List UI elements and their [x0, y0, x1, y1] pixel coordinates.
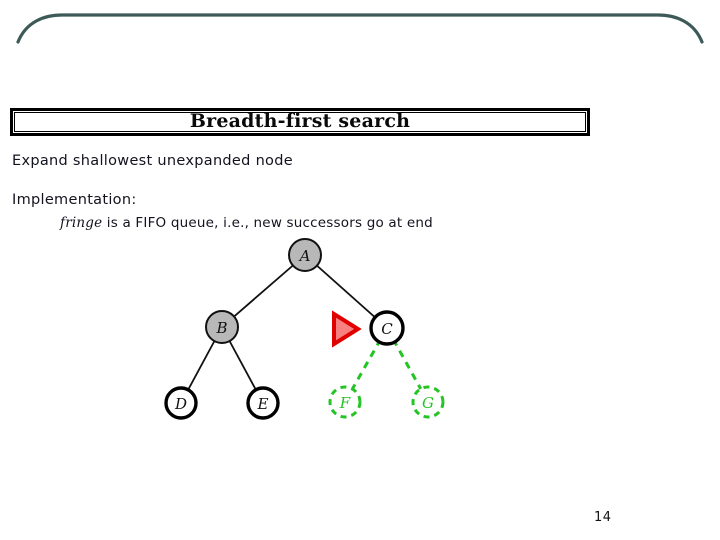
tree-node-a-label: A — [298, 247, 311, 265]
decorative-top-rule — [16, 13, 704, 44]
tree-node-b-circle — [205, 310, 239, 344]
tree-node-g-circle — [411, 385, 445, 419]
edge-b-d — [180, 326, 223, 404]
fringe-keyword: fringe — [60, 215, 103, 231]
tree-node-d[interactable]: D — [164, 386, 198, 420]
tree-node-c[interactable]: C — [369, 310, 405, 346]
tree-node-e[interactable]: E — [246, 386, 280, 420]
tree-node-d-label: D — [174, 395, 187, 413]
tree-node-b[interactable]: B — [205, 310, 239, 344]
edge-b-e — [221, 326, 264, 404]
tree-node-g[interactable]: G — [411, 385, 445, 419]
current-node-pointer-icon — [332, 310, 362, 348]
fringe-description-rest: is a FIFO queue, i.e., new successors go… — [102, 215, 433, 231]
tree-node-e-label: E — [257, 395, 269, 413]
slide-title-inner: Breadth-first search — [14, 109, 586, 132]
bullet-implementation: Implementation: — [12, 192, 137, 208]
page-title: Breadth-first search — [189, 109, 411, 132]
tree-node-f[interactable]: F — [328, 385, 362, 419]
tree-node-d-circle — [164, 386, 198, 420]
tree-node-g-label: G — [422, 394, 434, 412]
tree-node-b-label: B — [215, 319, 227, 337]
tree-node-a[interactable]: A — [288, 238, 322, 272]
tree-edges-solid — [180, 254, 388, 404]
bullet-expand-shallowest: Expand shallowest unexpanded node — [12, 153, 293, 169]
edge-c-f — [343, 327, 389, 403]
bullet-fringe-description: fringe is a FIFO queue, i.e., new succes… — [60, 215, 433, 231]
tree-node-f-circle — [328, 385, 362, 419]
edge-c-g — [385, 327, 430, 403]
tree-edges-dashed — [343, 327, 430, 403]
tree-node-f-label: F — [339, 394, 351, 412]
tree-node-c-circle — [369, 310, 405, 346]
tree-node-c-label: C — [381, 320, 393, 338]
tree-node-e-circle — [246, 386, 280, 420]
edge-a-c — [304, 254, 388, 329]
page-number: 14 — [594, 510, 612, 525]
tree-node-a-circle — [288, 238, 322, 272]
edge-a-b — [221, 254, 306, 328]
slide-title-frame: Breadth-first search — [10, 108, 590, 136]
